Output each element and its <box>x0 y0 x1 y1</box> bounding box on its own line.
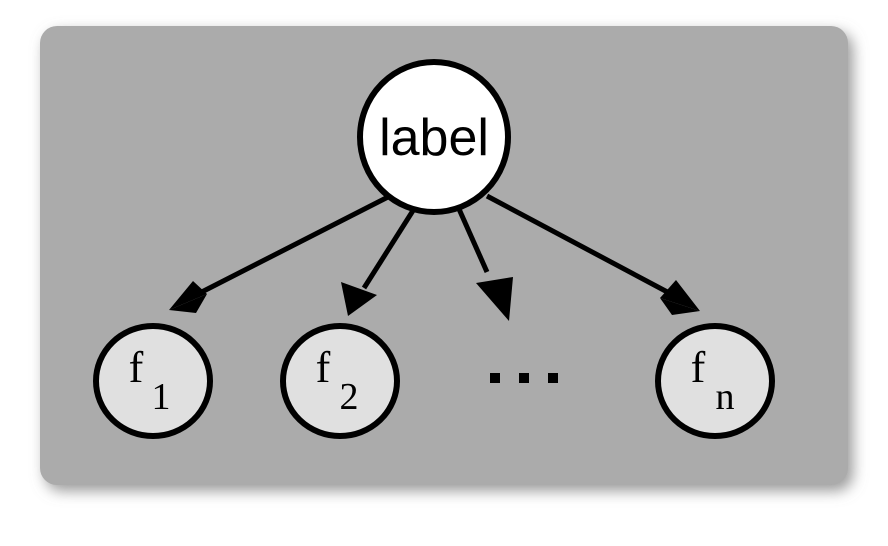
node-f2-base: f <box>316 343 331 392</box>
node-f1-shape[interactable] <box>93 323 213 439</box>
ellipsis-dot <box>519 373 529 383</box>
edge-group <box>169 193 700 321</box>
node-f2-subscript: 2 <box>340 376 359 418</box>
diagram-panel <box>40 26 848 485</box>
node-fn-base: f <box>691 343 706 392</box>
node-f1-subscript: 1 <box>152 376 171 418</box>
edge-label-fn <box>485 193 700 315</box>
node-fn-shape[interactable] <box>655 323 775 439</box>
node-label[interactable]: label <box>357 59 511 215</box>
node-f2-shape[interactable] <box>280 323 400 439</box>
node-label-shape[interactable] <box>357 59 511 215</box>
node-label-text: label <box>379 109 489 167</box>
node-fn[interactable]: f n <box>655 323 775 439</box>
node-fn-subscript: n <box>716 376 735 418</box>
node-f1[interactable]: f 1 <box>93 323 213 439</box>
ellipsis-dot <box>548 373 558 383</box>
ellipsis-dot <box>490 373 500 383</box>
edge-label-f2 <box>341 207 417 316</box>
node-f2[interactable]: f 2 <box>280 323 400 439</box>
edge-label-f1 <box>169 194 390 313</box>
edge-label-ellipsis <box>456 207 513 321</box>
ellipsis-group <box>490 373 558 383</box>
node-f1-base: f <box>129 343 144 392</box>
